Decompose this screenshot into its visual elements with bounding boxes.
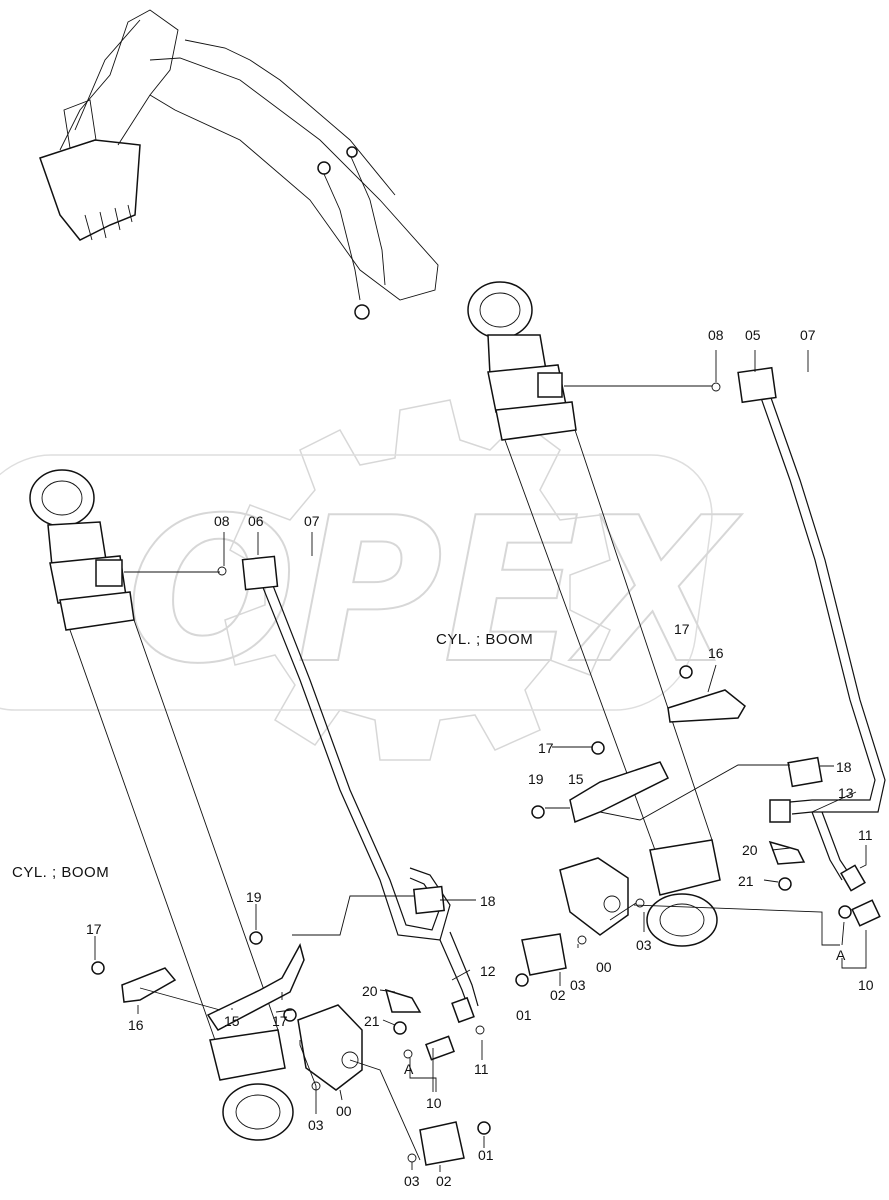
callout-12: 12 bbox=[480, 963, 496, 979]
callout-06: 06 bbox=[248, 513, 264, 529]
callout-19: 19 bbox=[528, 771, 544, 787]
watermark-gear-icon bbox=[224, 399, 611, 761]
callout-08: 08 bbox=[708, 327, 724, 343]
callout-03: 03 bbox=[570, 977, 586, 993]
watermark-text: OPEX bbox=[126, 475, 742, 708]
callout-11: 11 bbox=[474, 1061, 489, 1077]
callout-01: 01 bbox=[516, 1007, 532, 1023]
callout-18: 18 bbox=[480, 893, 496, 909]
callout-10: 10 bbox=[858, 977, 874, 993]
callout-21: 21 bbox=[738, 873, 754, 889]
boom-cylinder-left bbox=[29, 469, 294, 1141]
pipe-13 bbox=[737, 366, 886, 892]
callout-10: 10 bbox=[426, 1095, 442, 1111]
callout-16: 16 bbox=[708, 645, 724, 661]
callout-03: 03 bbox=[636, 937, 652, 953]
callout-11: 11 bbox=[858, 827, 873, 843]
watermark-banner bbox=[0, 454, 713, 711]
callout-20: 20 bbox=[362, 983, 378, 999]
callout-20: 20 bbox=[742, 842, 758, 858]
callout-18: 18 bbox=[836, 759, 852, 775]
callout-00: 00 bbox=[336, 1103, 352, 1119]
callout-17: 17 bbox=[674, 621, 690, 637]
callout-07: 07 bbox=[304, 513, 320, 529]
callout-08: 08 bbox=[214, 513, 230, 529]
caption-right: CYL. ; BOOM bbox=[436, 631, 533, 648]
callout-15: 15 bbox=[568, 771, 584, 787]
callout-15: 15 bbox=[224, 1013, 240, 1029]
callout-03: 03 bbox=[404, 1173, 420, 1189]
callout-17: 17 bbox=[272, 1013, 288, 1029]
callout-19: 19 bbox=[246, 889, 262, 905]
callout-02: 02 bbox=[550, 987, 566, 1003]
callout-A: A bbox=[836, 947, 846, 963]
callout-01: 01 bbox=[478, 1147, 494, 1163]
opex-watermark: OPEX bbox=[0, 399, 744, 761]
callout-05: 05 bbox=[745, 327, 761, 343]
caption-left: CYL. ; BOOM bbox=[12, 864, 109, 881]
callout-16: 16 bbox=[128, 1017, 144, 1033]
callout-00: 00 bbox=[596, 959, 612, 975]
callout-07: 07 bbox=[800, 327, 816, 343]
callouts-left: 08 06 07 19 18 17 12 20 16 15 17 21 A 11… bbox=[86, 513, 496, 1189]
callout-02: 02 bbox=[436, 1173, 452, 1189]
callout-21: 21 bbox=[364, 1013, 380, 1029]
leader-lines bbox=[94, 350, 867, 1172]
callouts-right: 08 05 07 17 16 17 19 15 18 13 20 11 21 0… bbox=[516, 327, 874, 1023]
callout-13: 13 bbox=[838, 785, 854, 801]
callout-17: 17 bbox=[538, 740, 554, 756]
callout-03: 03 bbox=[308, 1117, 324, 1133]
callout-17: 17 bbox=[86, 921, 102, 937]
right-assembly-parts bbox=[515, 665, 881, 987]
callout-A: A bbox=[404, 1061, 414, 1077]
excavator-overview bbox=[39, 9, 439, 320]
